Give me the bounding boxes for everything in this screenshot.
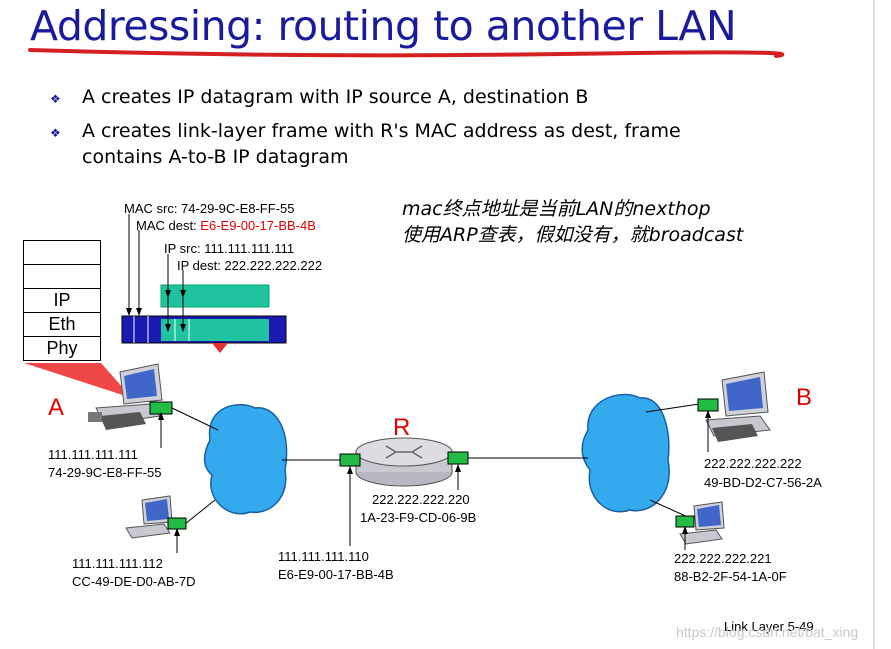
router-right-adapter: [447, 451, 469, 465]
host-a-mac: 74-29-9C-E8-FF-55: [48, 465, 162, 480]
stack-layer-empty: [24, 241, 100, 265]
stack-layer-empty: [24, 265, 100, 289]
host-b-ip: 222.222.222.222: [704, 456, 802, 471]
bullet-2-continued: contains A-to-B IP datagram: [82, 146, 349, 168]
bullet-2: A creates link-layer frame with R's MAC …: [82, 120, 681, 142]
watermark: https://blog.csdn.net/bat_xing: [676, 624, 859, 640]
host-a2-computer: [125, 495, 173, 539]
host-b2-mac: 88-B2-2F-54-1A-0F: [674, 569, 787, 584]
stack-pointer: [24, 363, 132, 398]
annotation-line-1: mac终点地址是当前LAN的nexthop: [402, 198, 711, 220]
annotation-line-2: 使用ARP查表，假如没有，就broadcast: [402, 224, 744, 246]
lan-cloud-left: [203, 404, 288, 515]
frame-down-arrow: [212, 343, 228, 353]
ip-datagram: [160, 284, 270, 308]
mac-dest-label: MAC dest: E6-E9-00-17-BB-4B: [136, 218, 316, 233]
lan-cloud-right: [581, 393, 670, 513]
host-a2-adapter: [167, 517, 187, 530]
host-b-mac: 49-BD-D2-C7-56-2A: [704, 475, 822, 490]
bullet-1: A creates IP datagram with IP source A, …: [82, 86, 589, 108]
ip-dest-label: IP dest: 222.222.222.222: [177, 258, 323, 273]
mac-src-label: MAC src: 74-29-9C-E8-FF-55: [124, 201, 295, 216]
host-b2-adapter: [675, 515, 695, 528]
router-right-ip: 222.222.222.220: [372, 492, 470, 507]
host-a-ip: 111.111.111.111: [48, 447, 138, 462]
mac-dest-value: E6-E9-00-17-BB-4B: [200, 218, 316, 233]
host-a-computer: [88, 363, 163, 430]
router-left-ip: 111.111.111.110: [278, 549, 369, 564]
router-r: [355, 437, 453, 487]
protocol-stack: IP Eth Phy: [23, 240, 101, 361]
bullet-icon: ❖: [50, 92, 61, 106]
router-label: R: [393, 414, 411, 441]
stack-layer-phy: Phy: [46, 338, 78, 358]
router-right-mac: 1A-23-F9-CD-06-9B: [360, 510, 477, 525]
slide-footer: Link Layer 5-49: [724, 619, 814, 634]
slide-title: Addressing: routing to another LAN: [30, 2, 737, 50]
host-b-adapter: [697, 398, 719, 412]
host-b-computer: [705, 371, 771, 442]
host-b2-computer: [679, 501, 725, 545]
router-left-adapter: [339, 453, 361, 467]
title-underline: [28, 48, 785, 58]
stack-layer-eth: Eth: [24, 313, 100, 337]
host-a2-ip: 111.111.111.112: [72, 556, 163, 571]
host-a2-mac: CC-49-DE-D0-AB-7D: [72, 574, 196, 589]
ip-src-label: IP src: 111.111.111.111: [164, 241, 295, 256]
frame-payload: [161, 319, 269, 341]
host-b2-ip: 222.222.222.221: [674, 551, 772, 566]
host-a-label: A: [48, 394, 65, 421]
host-b-label: B: [796, 384, 813, 411]
bullet-icon: ❖: [50, 126, 61, 140]
stack-layer-ip: IP: [24, 289, 100, 313]
router-left-mac: E6-E9-00-17-BB-4B: [278, 567, 394, 582]
